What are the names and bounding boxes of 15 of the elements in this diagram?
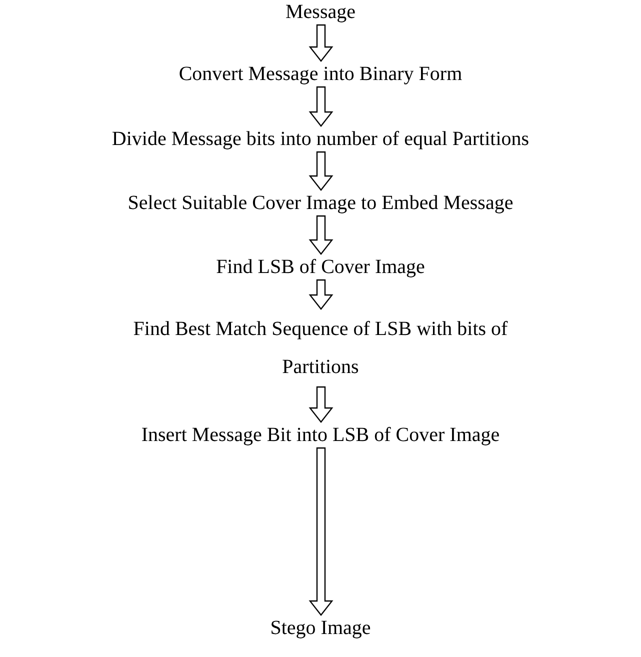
hollow-arrow	[308, 151, 334, 191]
step-text: Find Best Match Sequence of LSB with bits of Partitions	[132, 317, 509, 380]
step-text: Insert Message Bit into LSB of Cover Image	[141, 423, 500, 447]
step-text: Find LSB of Cover Image	[216, 255, 425, 279]
hollow-arrow	[308, 215, 334, 255]
step-text: Convert Message into Binary Form	[178, 62, 462, 86]
hollow-arrow	[308, 86, 334, 127]
step-text: Select Suitable Cover Image to Embed Message	[128, 191, 514, 215]
hollow-arrow	[308, 279, 334, 310]
hollow-arrow	[308, 386, 334, 423]
hollow-arrow	[308, 24, 334, 62]
hollow-arrow	[308, 447, 334, 616]
step-text: Stego Image	[270, 616, 371, 640]
step-text: Divide Message bits into number of equal Partitions	[112, 127, 530, 151]
step-text: Message	[286, 0, 356, 24]
